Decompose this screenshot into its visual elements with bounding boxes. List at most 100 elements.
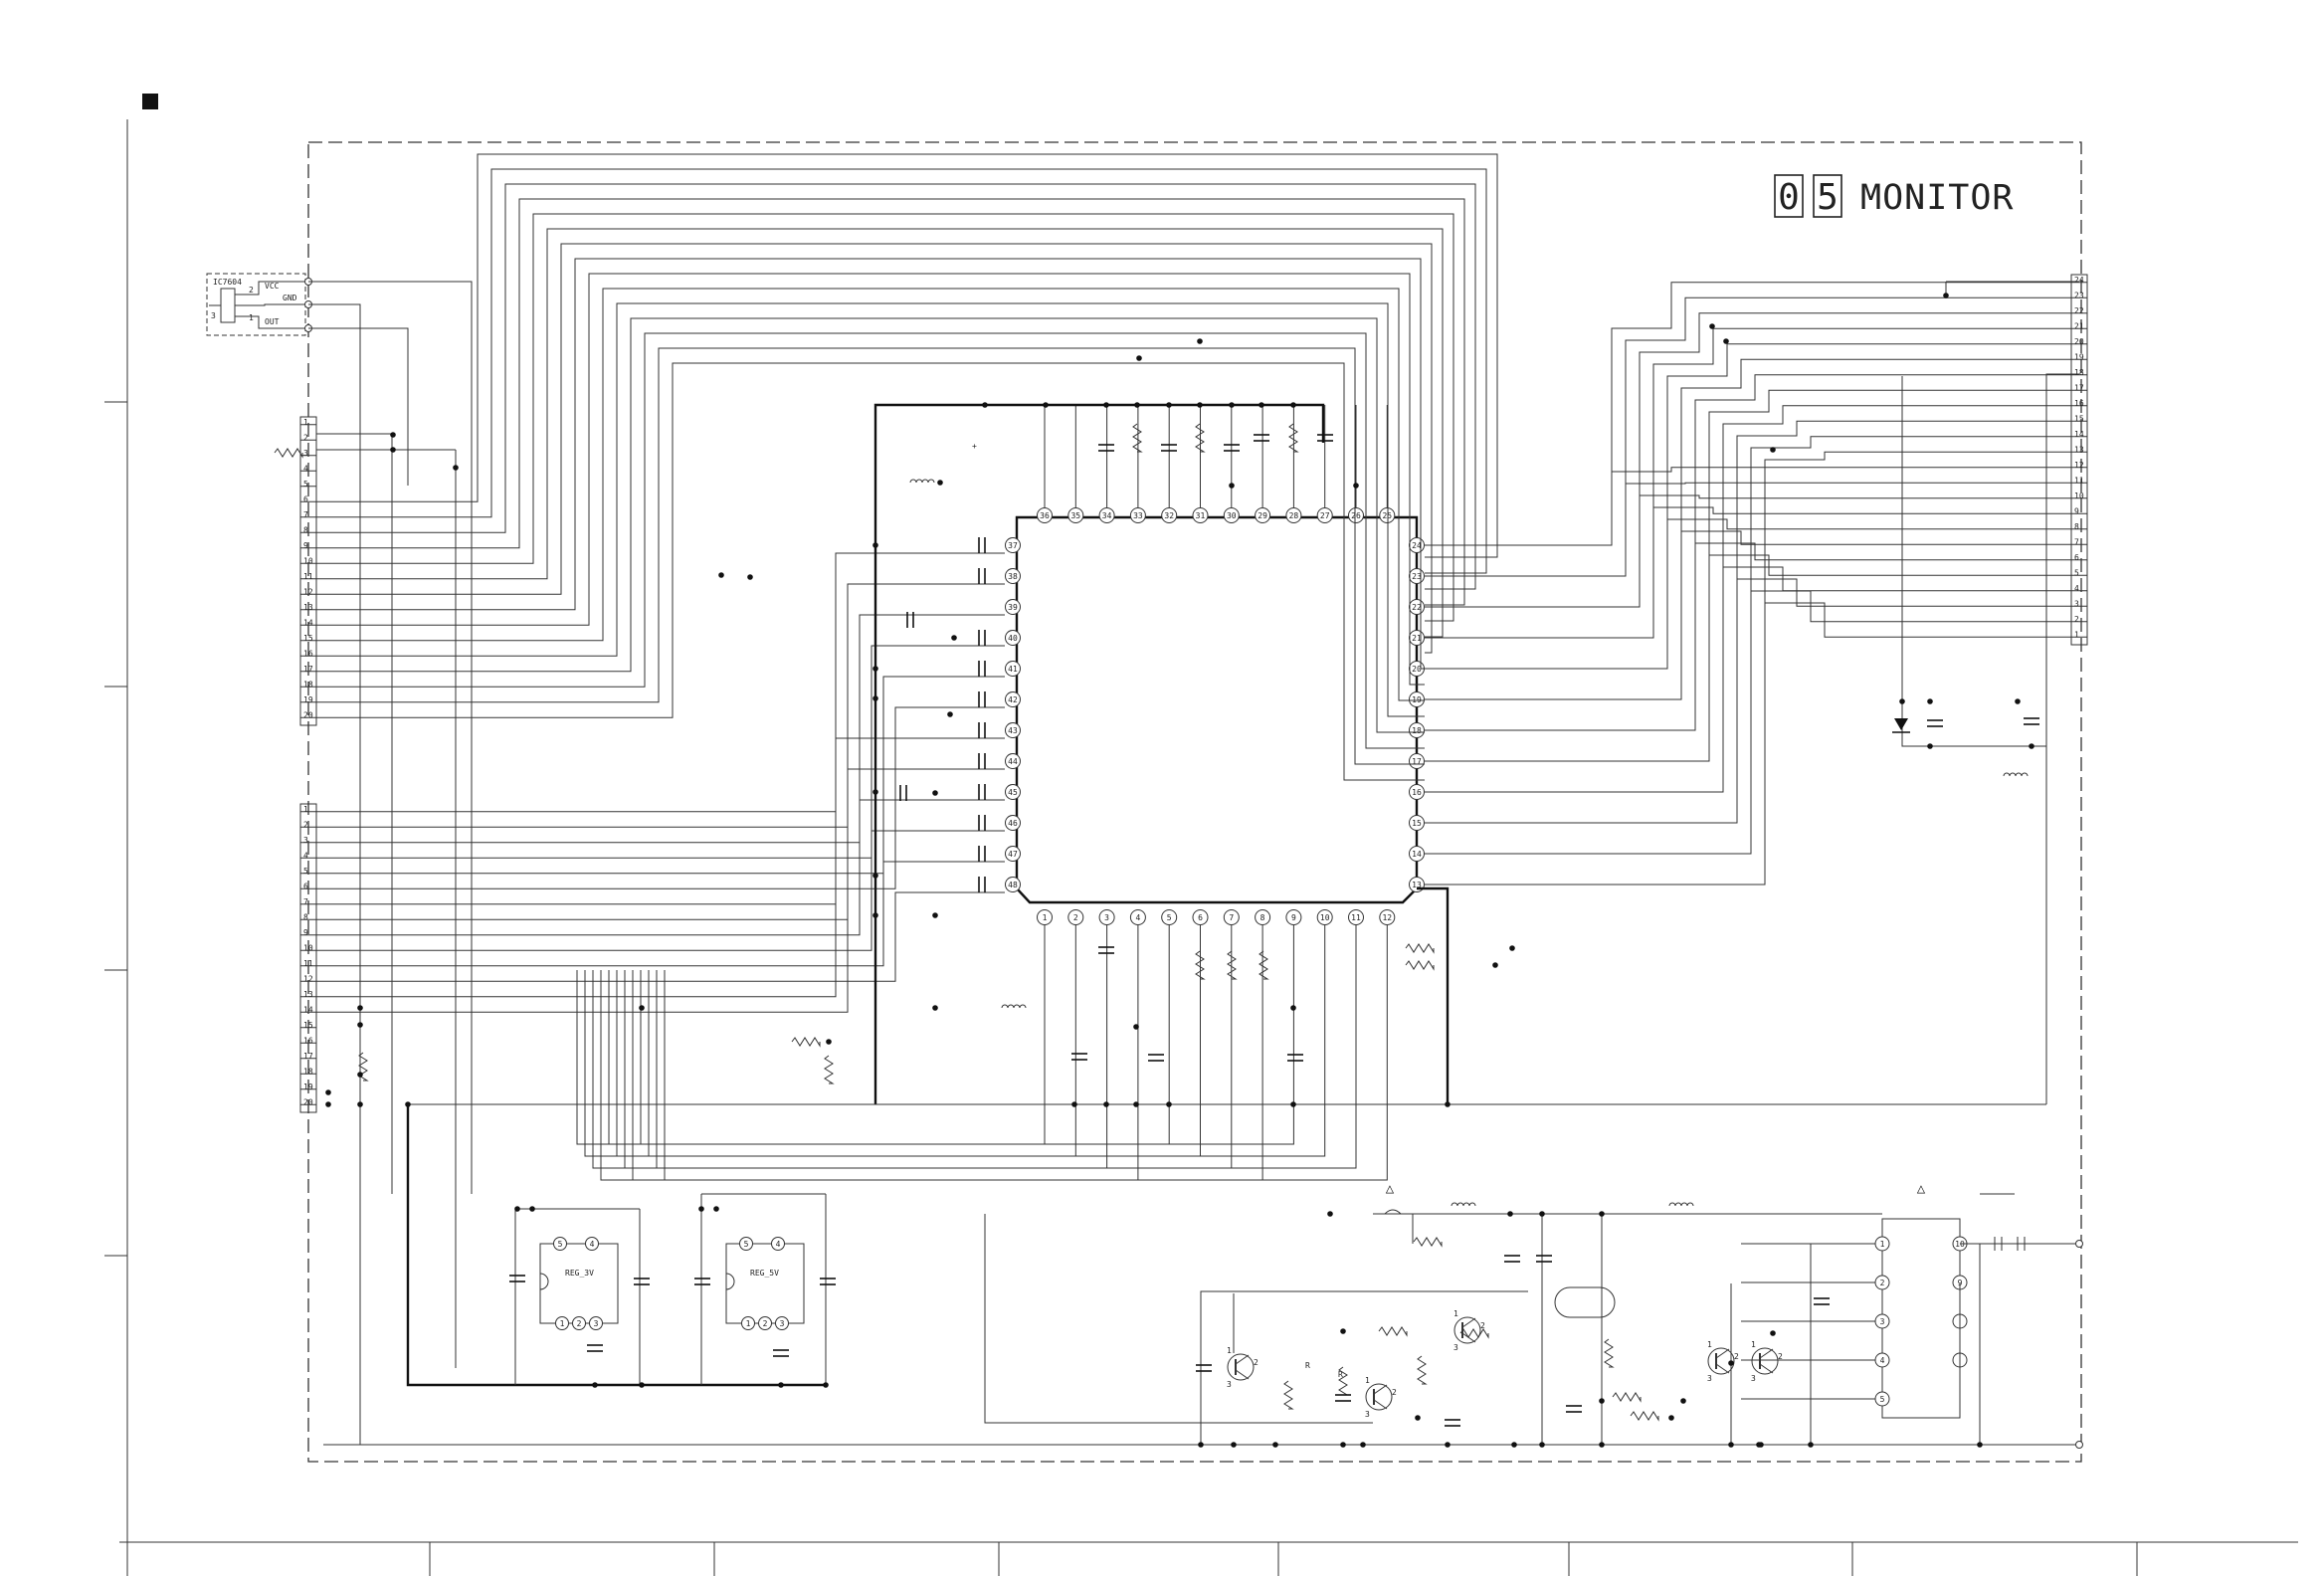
capacitor-7 <box>1071 1053 1087 1061</box>
output-ic-pin-5: 5 <box>1880 1395 1885 1404</box>
resistor-mark-r2: R <box>1338 1370 1343 1379</box>
connector-a-pin-10: 10 <box>303 557 313 566</box>
transistor-q3-pin-3: 3 <box>1453 1343 1458 1352</box>
title-digit-0: 0 <box>1778 177 1800 218</box>
connector-c-pin-13: 13 <box>2074 446 2084 455</box>
ic-left-capacitor-6 <box>978 691 986 707</box>
reg1-pin-5: 5 <box>744 1240 749 1249</box>
vertical-resistor-6 <box>1604 1338 1615 1368</box>
ic-left-capacitor-10 <box>978 815 986 831</box>
ic-top-capacitor-1 <box>1098 444 1114 452</box>
connector-c-pin-4: 4 <box>2074 584 2079 593</box>
connector-c-pin-12: 12 <box>2074 461 2084 470</box>
reg0-bottom-pin-2: 2 <box>577 1319 582 1328</box>
reg0-pin-5: 5 <box>558 1240 563 1249</box>
connector-a-pin-15: 15 <box>303 634 313 643</box>
transistor-q4-pin-3: 3 <box>1707 1374 1712 1383</box>
frame-ticks <box>104 401 2138 1576</box>
main-ic-pin-23: 23 <box>1412 572 1422 581</box>
inductor-2 <box>1001 1004 1027 1009</box>
main-ic-pin-22: 22 <box>1412 603 1422 612</box>
main-ic-pin-3: 3 <box>1104 913 1109 922</box>
connector-b-pin-14: 14 <box>303 1006 313 1015</box>
transistor-q2-pin-3: 3 <box>1365 1410 1370 1419</box>
main-ic-pin-12: 12 <box>1382 913 1392 922</box>
transistor-q3: 123 <box>1453 1309 1485 1352</box>
connector-b-pin-7: 7 <box>303 897 308 906</box>
transistor-q3-pin-1: 1 <box>1453 1309 1458 1318</box>
main-ic-pin-48: 48 <box>1008 881 1018 889</box>
connector-a-pin-17: 17 <box>303 665 313 674</box>
transistor-q1-pin-1: 1 <box>1227 1346 1232 1355</box>
main-ic-pin-47: 47 <box>1008 850 1018 859</box>
transistor-q1: 123 <box>1227 1346 1259 1389</box>
connector-c-pin-18: 18 <box>2074 368 2084 377</box>
main-ic-pin-44: 44 <box>1008 757 1018 766</box>
connector-a-pin-4: 4 <box>303 465 308 474</box>
main-ic-pin-41: 41 <box>1008 665 1018 674</box>
main-ic-pin-6: 6 <box>1198 913 1203 922</box>
capacitor-9 <box>1536 1255 1552 1263</box>
main-ic-pin-9: 9 <box>1291 913 1296 922</box>
ic-top-resistor-2 <box>1195 423 1206 453</box>
main-ic-pin-15: 15 <box>1412 819 1422 828</box>
warning-symbol-output: △ <box>1917 1181 1926 1197</box>
connector-a-pin-9: 9 <box>303 541 308 550</box>
main-ic-pin-43: 43 <box>1008 726 1018 735</box>
ic7604-out: OUT <box>265 317 280 326</box>
junction-dots <box>325 293 2034 1448</box>
reg0-pin-4: 4 <box>590 1240 595 1249</box>
ic-top-capacitor-4 <box>1254 434 1269 442</box>
transistor-q4-pin-1: 1 <box>1707 1340 1712 1349</box>
main-ic-pin-40: 40 <box>1008 634 1018 643</box>
main-ic-pin-5: 5 <box>1167 913 1172 922</box>
resistor-9 <box>1630 1411 1659 1422</box>
inductor-3 <box>1451 1202 1476 1207</box>
connector-a-pin-13: 13 <box>303 603 313 612</box>
main-ic-pin-4: 4 <box>1135 913 1140 922</box>
ic7604-pin-1: 1 <box>249 313 254 322</box>
output-ic-pin-3: 3 <box>1880 1317 1885 1326</box>
main-ic-pin-20: 20 <box>1412 665 1422 674</box>
connector-a-pin-1: 1 <box>303 418 308 427</box>
main-ic-pin-38: 38 <box>1008 572 1018 581</box>
main-ic-pin-30: 30 <box>1227 511 1237 520</box>
resistor-4 <box>274 448 303 459</box>
main-ic-pin-46: 46 <box>1008 819 1018 828</box>
output-ic-pin-1: 1 <box>1880 1240 1885 1249</box>
main-ic-pin-17: 17 <box>1412 757 1422 766</box>
transistor-q5-pin-1: 1 <box>1751 1340 1756 1349</box>
connector-a-pin-16: 16 <box>303 650 313 659</box>
capacitor-1 <box>509 1275 525 1282</box>
connector-c-pin-14: 14 <box>2074 430 2084 439</box>
board-outline <box>307 141 2082 1463</box>
ic-bottom-resistor-3 <box>1259 950 1269 980</box>
capacitor-8 <box>1504 1255 1520 1263</box>
reg1-pin-4: 4 <box>776 1240 781 1249</box>
ic-top-resistor-3 <box>1288 423 1299 453</box>
inductor-1 <box>909 479 935 484</box>
main-ic-pin-18: 18 <box>1412 726 1422 735</box>
connector-c-pin-8: 8 <box>2074 522 2079 531</box>
resistor-2 <box>1405 960 1435 971</box>
connector-b-pin-1: 1 <box>303 805 308 814</box>
ic7604-pin-2: 2 <box>249 286 254 295</box>
capacitor-10 <box>1196 1364 1212 1372</box>
capacitor-14 <box>1814 1297 1830 1305</box>
main-ic-pin-39: 39 <box>1008 603 1018 612</box>
ic7604-sensor: IC7604 2 3 1 VCC GND OUT <box>206 273 312 336</box>
main-ic-pin-35: 35 <box>1070 511 1080 520</box>
connector-c-pin-10: 10 <box>2074 492 2084 500</box>
fuse <box>1384 1209 1402 1215</box>
capacitor-18 <box>1927 719 1943 727</box>
capacitor-11 <box>1335 1394 1351 1402</box>
main-ic-pin-7: 7 <box>1229 913 1234 922</box>
reg5v-label: REG_5V <box>750 1269 779 1278</box>
passive-components <box>274 423 2039 1427</box>
main-ic-pin-14: 14 <box>1412 850 1422 859</box>
zener-diode <box>1894 718 1908 730</box>
connector-a-pin-8: 8 <box>303 526 308 535</box>
